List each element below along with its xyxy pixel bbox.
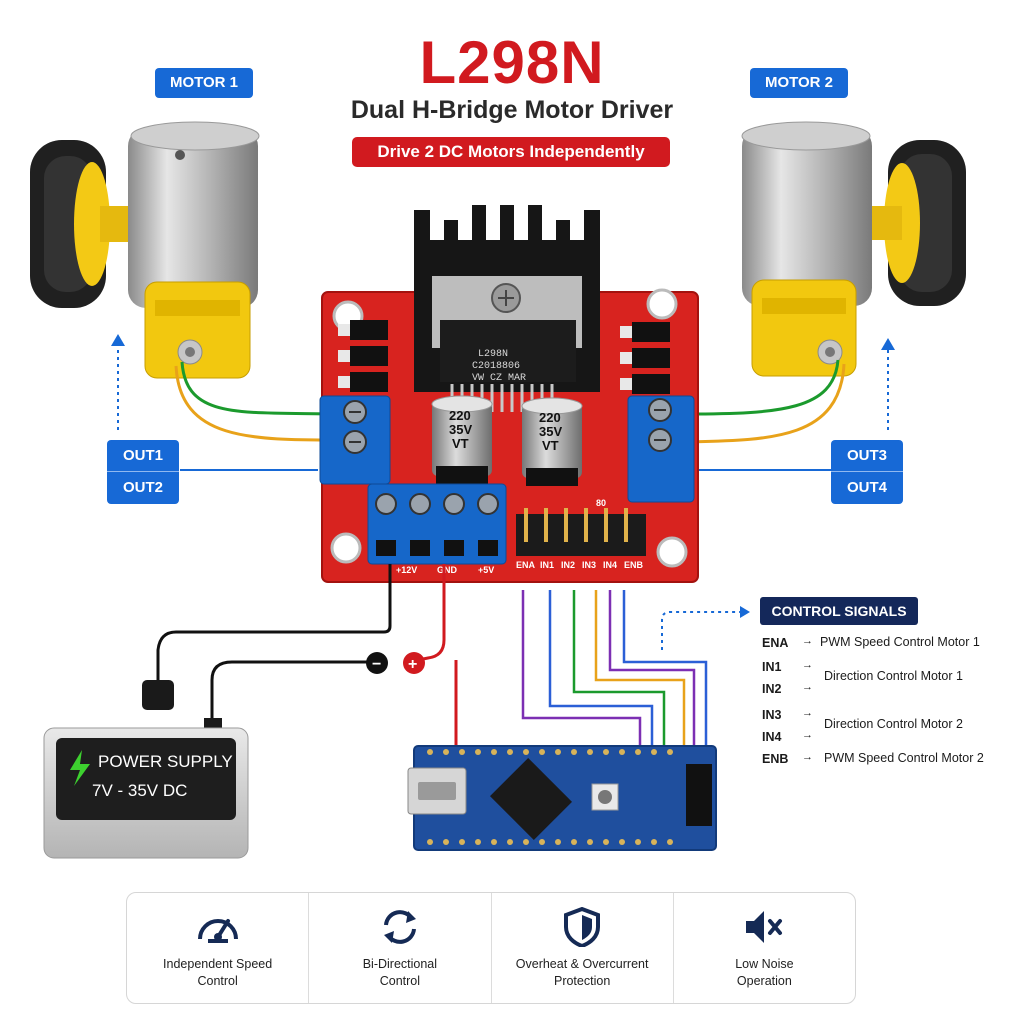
signal-arrow: → — [802, 751, 813, 763]
pin-label-gnd: GND — [437, 565, 458, 575]
motor-1 — [30, 121, 260, 379]
signal-in4: IN4 — [762, 730, 782, 744]
capacitor-right — [521, 397, 583, 486]
minus-symbol: − — [372, 656, 381, 673]
terminal-power — [367, 483, 507, 565]
signal-in12-desc: Direction Control Motor 1 — [824, 669, 963, 683]
signal-arrow: → — [802, 659, 813, 671]
signal-ena-desc: PWM Speed Control Motor 1 — [820, 635, 980, 649]
feature-speed: Independent Speed Control — [127, 893, 308, 1003]
cap-left-value: 220 — [449, 408, 471, 423]
chip-label-3: VW CZ MAR — [472, 373, 526, 384]
plus-badge — [403, 652, 425, 674]
feature-label-line1: Bi-Directional — [362, 957, 438, 971]
capacitor-left — [431, 395, 493, 484]
feature-bidirectional: Bi-Directional Control — [308, 893, 490, 1003]
signal-arrow: → — [802, 681, 813, 693]
pin-label-5v: +5V — [478, 565, 494, 575]
motor-1-label: MOTOR 1 — [155, 68, 253, 98]
feature-label-line2: Control — [197, 974, 238, 988]
power-supply-label: POWER SUPPLY — [98, 752, 233, 771]
tagline-badge: Drive 2 DC Motors Independently — [352, 137, 670, 167]
out2-label: OUT2 — [122, 479, 163, 496]
feature-strip: Independent Speed Control Bi-Directional… — [126, 892, 856, 1004]
header-mark: 80 — [596, 498, 606, 508]
heatsink — [414, 205, 600, 392]
signal-in34-desc: Direction Control Motor 2 — [824, 717, 963, 731]
signal-in3: IN3 — [762, 708, 782, 722]
control-header — [516, 508, 646, 556]
feature-label-line2: Operation — [736, 974, 792, 988]
pin-label-12v: +12V — [396, 565, 417, 575]
minus-badge — [366, 652, 388, 674]
out1-label: OUT1 — [107, 440, 179, 472]
feature-label-line2: Control — [379, 974, 421, 988]
terminal-out12 — [319, 395, 391, 485]
feature-label-line2: Protection — [553, 974, 611, 988]
speedometer-icon — [197, 919, 238, 943]
signal-in2: IN2 — [762, 682, 782, 696]
pin-label-in2: IN2 — [561, 560, 575, 570]
control-signals-title: CONTROL SIGNALS — [760, 597, 918, 625]
out4-label: OUT4 — [846, 479, 887, 496]
cap-right-value: 220 — [539, 410, 561, 425]
out12-label-box: OUT1 OUT2 — [107, 440, 179, 504]
signal-enb: ENB — [762, 752, 789, 766]
page-title: L298N — [419, 29, 605, 96]
feature-low-noise: Low Noise Operation — [672, 893, 855, 1003]
page-subtitle: Dual H-Bridge Motor Driver — [350, 96, 674, 124]
feature-label-line1: Low Noise — [735, 957, 794, 971]
refresh-arrows-icon — [383, 910, 416, 944]
signal-enb-desc: PWM Speed Control Motor 2 — [824, 751, 984, 765]
pin-label-enb: ENB — [624, 560, 644, 570]
bolt-icon — [70, 750, 90, 786]
chip-label-1: L298N — [478, 349, 508, 360]
cap-left-series: VT — [452, 436, 469, 451]
pin-label-ena: ENA — [516, 560, 536, 570]
shield-icon — [564, 906, 601, 949]
feature-label-line1: Overheat & Overcurrent — [515, 957, 649, 971]
cap-right-voltage: 35V — [539, 424, 562, 439]
cap-right-series: VT — [542, 438, 559, 453]
mute-speaker-icon — [746, 911, 783, 943]
motor-2-label: MOTOR 2 — [750, 68, 848, 98]
signal-arrow: → — [802, 729, 813, 741]
arduino-nano — [407, 745, 717, 851]
terminal-out34 — [627, 395, 695, 503]
power-supply — [43, 680, 249, 859]
cap-left-voltage: 35V — [449, 422, 472, 437]
feature-protection: Overheat & Overcurrent Protection — [490, 893, 673, 1003]
plus-symbol: + — [408, 656, 417, 673]
pin-label-in3: IN3 — [582, 560, 596, 570]
pin-label-in1: IN1 — [540, 560, 554, 570]
out34-label-box: OUT3 OUT4 — [831, 440, 903, 504]
signal-in1: IN1 — [762, 660, 782, 674]
signal-arrow: → — [802, 635, 813, 647]
chip-label-2: C2018806 — [472, 361, 520, 372]
power-supply-range: 7V - 35V DC — [92, 781, 188, 800]
signal-arrow: → — [802, 707, 813, 719]
motor-2 — [741, 121, 966, 377]
signal-ena: ENA — [762, 636, 789, 650]
pin-label-in4: IN4 — [603, 560, 617, 570]
feature-label-line1: Independent Speed — [163, 957, 273, 971]
l298n-board: L298N C2018806 VW CZ MAR 2 — [319, 205, 699, 583]
out3-label: OUT3 — [831, 440, 903, 472]
